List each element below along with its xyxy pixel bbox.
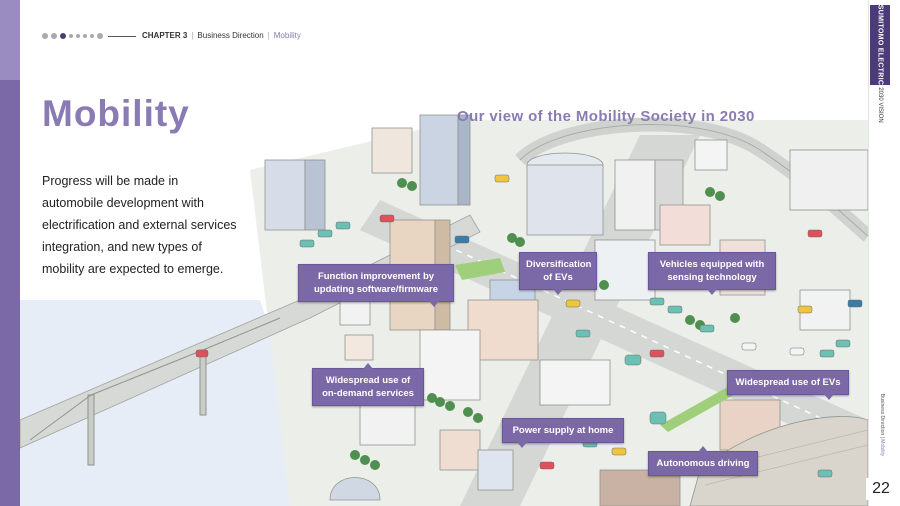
progress-dot: [42, 33, 48, 39]
label-autonomous-driving: Autonomous driving: [648, 446, 758, 476]
sidebar-breadcrumb-page: Mobility: [879, 439, 885, 457]
vision-label: 2030 VISION: [877, 87, 883, 123]
breadcrumb-page: Mobility: [273, 31, 301, 40]
label-on-demand-services: Widespread use of on-demand services: [312, 363, 424, 406]
label-diversification-evs: Diversification of EVs: [519, 252, 597, 295]
highway-loop-edge: [519, 124, 868, 237]
breadcrumb-separator: |: [191, 31, 194, 40]
page-title: Mobility: [42, 93, 190, 134]
progress-dot-active: [60, 33, 66, 39]
breadcrumb-separator: |: [267, 31, 270, 40]
label-sensing-vehicles: Vehicles equipped with sensing technolog…: [648, 252, 776, 295]
brand-logo-box: [870, 5, 890, 85]
breadcrumb: CHAPTER 3|Business Direction|Mobility: [142, 31, 301, 40]
city-illustration: [19, 114, 868, 506]
cars: [195, 174, 863, 478]
label-power-supply: Power supply at home: [502, 418, 624, 448]
breadcrumb-section: Business Direction: [197, 31, 264, 40]
progress-dot: [97, 33, 103, 39]
green-roof: [455, 258, 505, 280]
left-accent-bar-top: [0, 0, 20, 80]
progress-dot: [51, 33, 57, 39]
breadcrumb-divider: [108, 36, 136, 37]
illustration-title: Our view of the Mobility Society in 2030: [457, 108, 755, 125]
progress-dots: [42, 33, 103, 39]
trees: [350, 178, 740, 470]
progress-dot: [76, 34, 80, 38]
station-shed: [599, 416, 868, 506]
breadcrumb-chapter: CHAPTER 3: [142, 31, 188, 40]
dome: [329, 477, 381, 501]
body-text: Progress will be made in automobile deve…: [42, 174, 237, 276]
progress-dot: [90, 34, 94, 38]
label-function-improvement: Function improvement by updating softwar…: [298, 264, 454, 307]
sidebar-breadcrumb: Business Direction | Mobility: [879, 393, 885, 457]
progress-dot: [69, 34, 73, 38]
page-number: 22: [866, 478, 896, 500]
left-accent-bar: [0, 0, 20, 506]
label-widespread-evs: Widespread use of EVs: [727, 370, 849, 400]
sidebar-breadcrumb-section: Business Direction: [879, 393, 885, 436]
brand-logo-text: SUMITOMO ELECTRIC: [876, 4, 884, 86]
green-belt: [660, 380, 746, 432]
progress-dot: [83, 34, 87, 38]
